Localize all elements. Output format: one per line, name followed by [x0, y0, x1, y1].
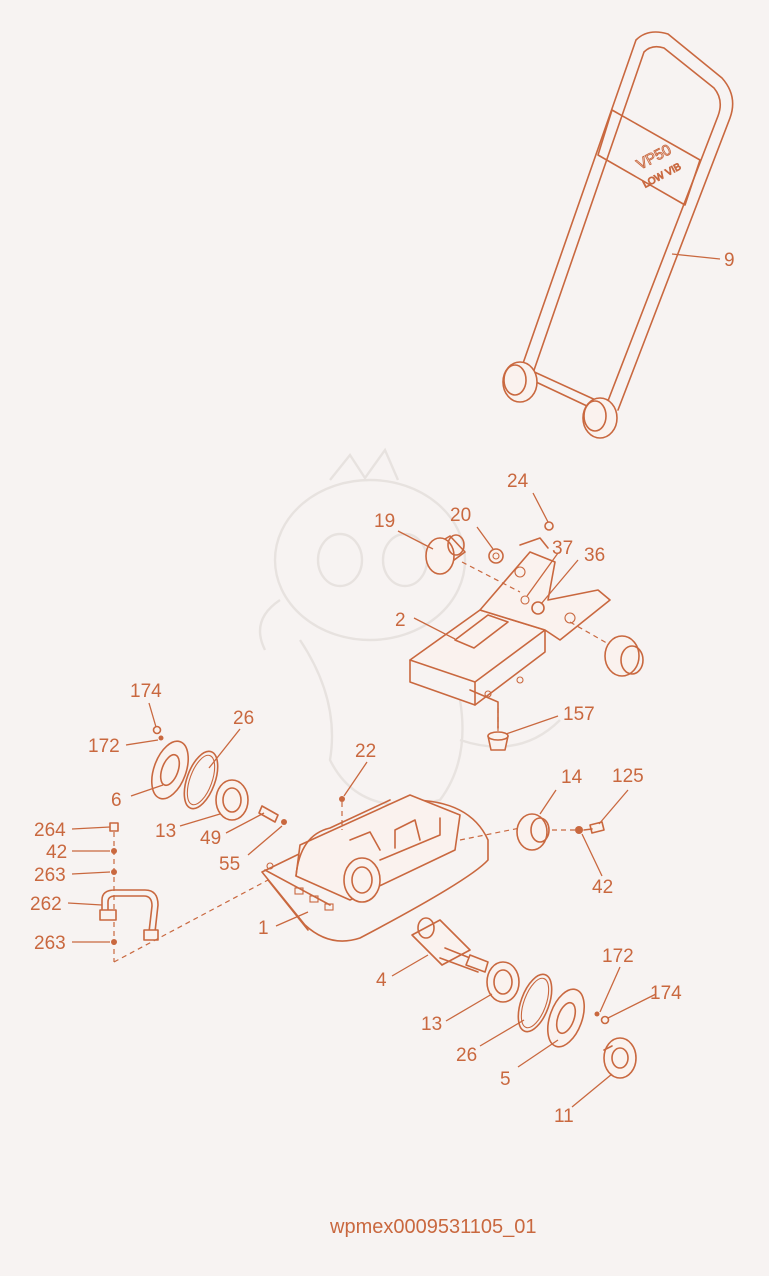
- part-19-right-rubber-mount: [569, 621, 644, 677]
- part-22-bolt: [339, 796, 345, 830]
- callout-11: 11: [554, 1106, 574, 1127]
- callout-14: 14: [561, 767, 583, 788]
- callout-174-right: 174: [650, 983, 682, 1004]
- part-26-gasket-left: [183, 750, 219, 810]
- callout-262: 262: [30, 894, 62, 915]
- callout-1: 1: [258, 918, 269, 939]
- part-263-washer-upper: [111, 869, 117, 875]
- callout-125: 125: [612, 766, 644, 787]
- drawing-number: wpmex0009531105_01: [329, 1216, 536, 1238]
- callout-2: 2: [395, 610, 406, 631]
- part-49-pin: [258, 805, 279, 823]
- part-55-washer: [281, 819, 287, 825]
- part-6-bearing-flange: [150, 740, 190, 800]
- callout-4: 4: [376, 970, 387, 991]
- part-9-handle: VP50 LOW VIB: [502, 31, 734, 439]
- part-14-rubber-buffer: [459, 813, 576, 851]
- part-4-eccentric-shaft: [411, 917, 489, 973]
- part-42-washer-left: [111, 848, 117, 854]
- part-13-bearing-left: [215, 779, 249, 821]
- part-11-pulley: [603, 1037, 637, 1079]
- alignment-line-pipe: [113, 879, 269, 963]
- watermark-illustration: [258, 447, 561, 807]
- callout-174-left: 174: [130, 681, 162, 702]
- callout-157: 157: [563, 704, 595, 725]
- callout-20: 20: [450, 505, 471, 526]
- callout-42-right: 42: [592, 877, 613, 898]
- callout-36: 36: [584, 545, 605, 566]
- callout-172-right: 172: [602, 946, 634, 967]
- part-19-rubber-mount: [425, 534, 521, 593]
- leader-lines: [67, 253, 721, 1108]
- part-172-174-screw-washer-right: [594, 1011, 610, 1025]
- part-26-gasket-right: [517, 973, 553, 1033]
- part-5-bearing-flange-right: [546, 988, 586, 1048]
- part-1-base-plate: [261, 794, 489, 942]
- callout-264: 264: [34, 820, 66, 841]
- callout-49: 49: [200, 828, 221, 849]
- part-20-nut: [488, 548, 504, 564]
- part-263-washer-lower: [111, 939, 117, 945]
- callout-55: 55: [219, 854, 240, 875]
- callout-9: 9: [724, 250, 735, 271]
- callout-6: 6: [111, 790, 122, 811]
- callout-22: 22: [355, 741, 376, 762]
- callout-13-left: 13: [155, 821, 176, 842]
- callout-labels: 9 24 20 19 37 36 2 157 174 26 172 6 22 1…: [30, 250, 735, 1127]
- callout-5: 5: [500, 1069, 511, 1090]
- callout-19: 19: [374, 511, 395, 532]
- callout-263-lower: 263: [34, 933, 66, 954]
- callout-26-left: 26: [233, 708, 254, 729]
- part-36-37-washer-nut: [520, 595, 545, 615]
- part-2-upper-bracket: [409, 537, 611, 729]
- part-24-bolt: [544, 521, 554, 531]
- callout-42-left: 42: [46, 842, 67, 863]
- callout-263-upper: 263: [34, 865, 66, 886]
- part-42-washer-right: [575, 826, 583, 834]
- part-174-172-screw-washer-left: [152, 725, 164, 741]
- callout-172-left: 172: [88, 736, 120, 757]
- callout-26-right: 26: [456, 1045, 477, 1066]
- callout-37: 37: [552, 538, 573, 559]
- part-262-water-pipe: [99, 889, 159, 941]
- callout-24: 24: [507, 471, 529, 492]
- part-157-stop: [487, 708, 509, 751]
- callout-13-right: 13: [421, 1014, 442, 1035]
- part-13-bearing-right: [486, 961, 520, 1003]
- part-125-bolt: [583, 821, 605, 834]
